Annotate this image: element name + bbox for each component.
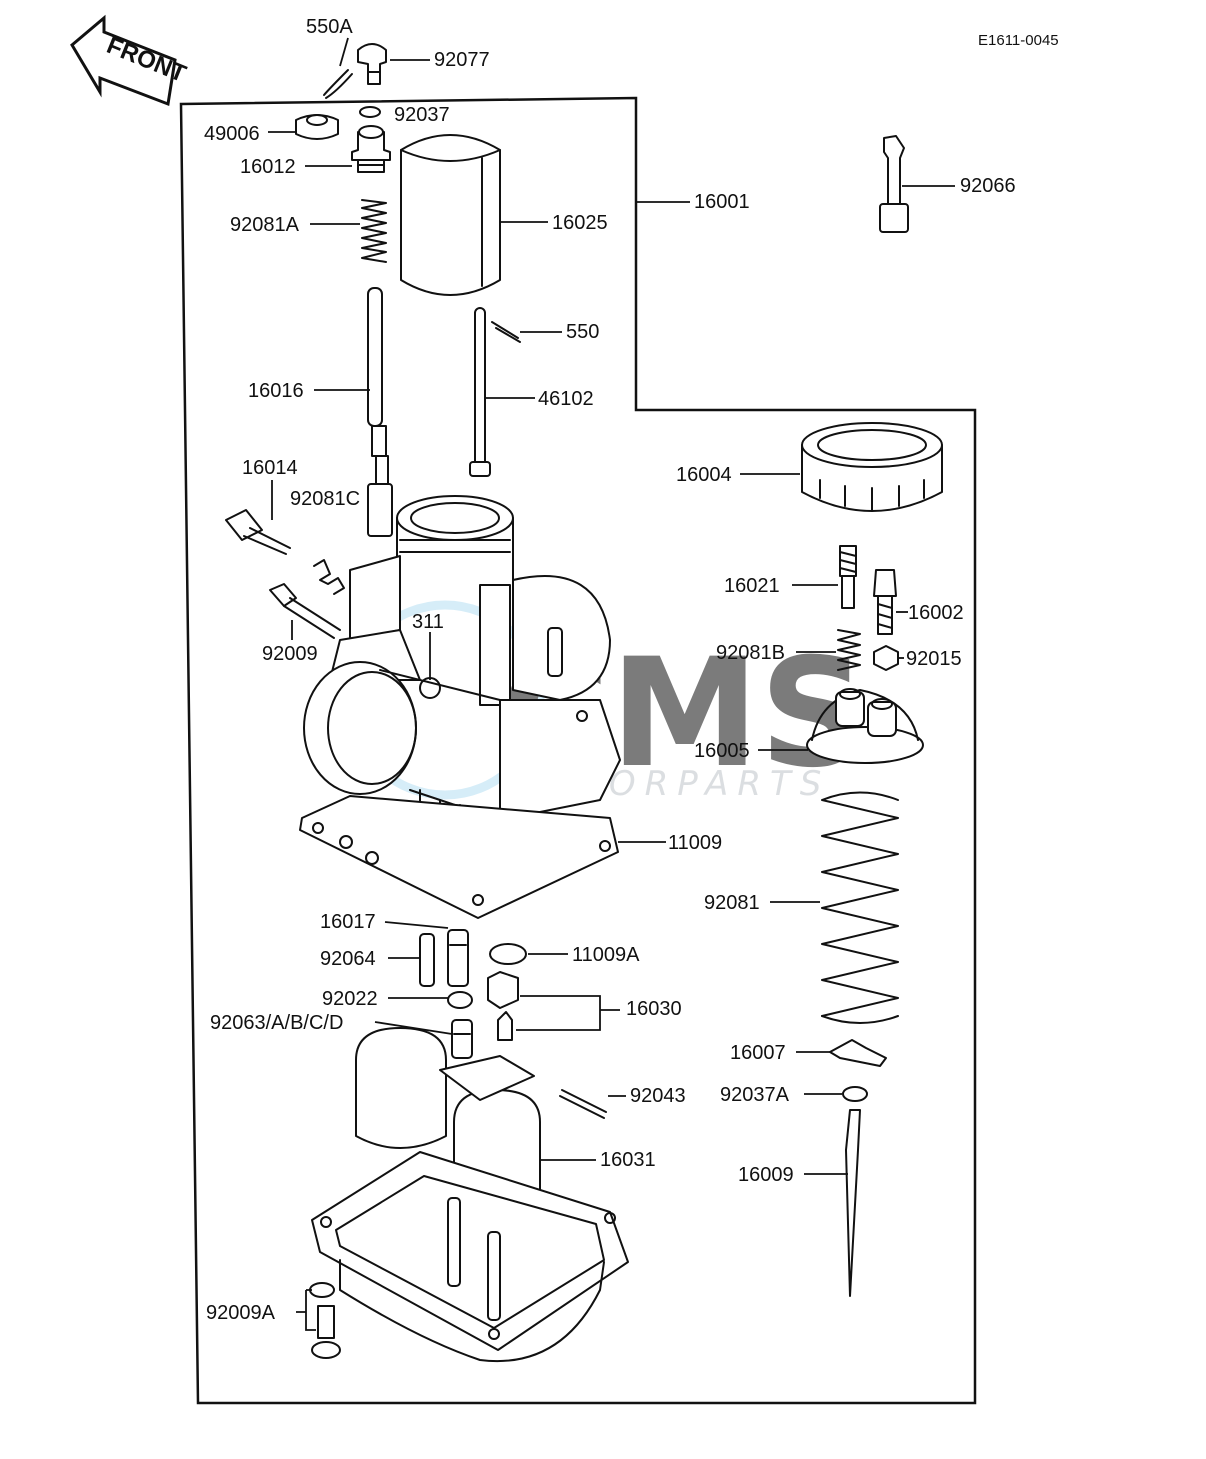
- label-49006: 49006: [204, 123, 260, 145]
- label-92037a: 92037A: [720, 1084, 790, 1106]
- label-92081c: 92081C: [290, 488, 360, 510]
- label-92066: 92066: [960, 175, 1016, 197]
- label-92009: 92009: [262, 643, 318, 665]
- cap-92077-part: [357, 43, 387, 85]
- gasket-11009-part: [299, 795, 619, 919]
- label-16001: 16001: [694, 191, 750, 213]
- label-16014: 16014: [242, 457, 298, 479]
- label-16025: 16025: [552, 212, 608, 234]
- label-92015: 92015: [906, 648, 962, 670]
- label-16005: 16005: [694, 740, 750, 762]
- label-11009: 11009: [668, 832, 722, 854]
- label-92081: 92081: [704, 892, 760, 914]
- pin-550a-part: [323, 69, 353, 99]
- label-550a: 550A: [306, 16, 353, 38]
- label-16004: 16004: [676, 464, 732, 486]
- float-bowl-part: [311, 1151, 629, 1363]
- clip-550-part: [491, 321, 521, 343]
- screw-16002-part: [873, 569, 897, 635]
- spring-92081b-part: [837, 629, 861, 671]
- washer-92037a-part: [842, 1086, 868, 1102]
- pin-92043-part: [559, 1089, 607, 1119]
- spring-92081-part: [821, 791, 899, 1024]
- label-16030: 16030: [626, 998, 682, 1020]
- screw-16014-part: [225, 509, 291, 555]
- label-16009: 16009: [738, 1164, 794, 1186]
- jet-92064-part: [419, 933, 435, 987]
- label-16012: 16012: [240, 156, 296, 178]
- label-16031: 16031: [600, 1149, 656, 1171]
- label-16021: 16021: [724, 575, 780, 597]
- spring-92081a-part: [361, 199, 387, 263]
- ring-16004-part: [801, 422, 943, 512]
- leader-lines: [268, 37, 955, 1331]
- needle-16009-part: [845, 1109, 861, 1297]
- label-92077: 92077: [434, 49, 490, 71]
- rod-46102-part: [469, 307, 491, 477]
- cap-16005-part: [806, 688, 924, 764]
- carburetor-body-part: [303, 495, 621, 871]
- rod-16016-part: [367, 287, 393, 537]
- nut-92015-part: [873, 645, 899, 671]
- label-16016: 16016: [248, 380, 304, 402]
- screw-16021-part: [839, 545, 857, 609]
- label-16017: 16017: [320, 911, 376, 933]
- spring-92081c-part: [313, 559, 345, 595]
- washer-92022-part: [447, 991, 473, 1009]
- label-11009a: 11009A: [572, 944, 640, 966]
- nut-49006-part: [295, 114, 339, 140]
- fitting-16012-part: [351, 125, 391, 173]
- throttle-slide-16025-part: [400, 134, 501, 296]
- jet-16017-part: [447, 929, 469, 987]
- washer-92037-part: [359, 106, 381, 118]
- label-92022: 92022: [322, 988, 378, 1010]
- label-92081b: 92081B: [716, 642, 785, 664]
- plate-16007-part: [829, 1039, 887, 1067]
- jet-92063-part: [451, 1019, 473, 1059]
- label-92063abcd: 92063/A/B/C/D: [210, 1012, 343, 1034]
- label-550: 550: [566, 321, 599, 343]
- label-92037: 92037: [394, 104, 450, 126]
- valve-16030-part: [487, 971, 519, 1041]
- bolt-92009-part: [269, 583, 341, 639]
- label-92009a: 92009A: [206, 1302, 276, 1324]
- label-92064: 92064: [320, 948, 376, 970]
- assembly-frame: [179, 96, 977, 1405]
- label-46102: 46102: [538, 388, 594, 410]
- tool-92066-part: [879, 135, 909, 233]
- oring-11009a-part: [489, 943, 527, 965]
- part-labels: 550A 92077 92037 49006 16012 16001 92066…: [204, 16, 1016, 1324]
- bolt-92009a-part: [309, 1282, 341, 1359]
- reference-code: E1611-0045: [978, 32, 1059, 49]
- label-92081a: 92081A: [230, 214, 300, 236]
- label-16002: 16002: [908, 602, 964, 624]
- label-92043: 92043: [630, 1085, 686, 1107]
- front-arrow-icon: FRONT: [70, 14, 190, 107]
- label-16007: 16007: [730, 1042, 786, 1064]
- label-311: 311: [412, 611, 444, 633]
